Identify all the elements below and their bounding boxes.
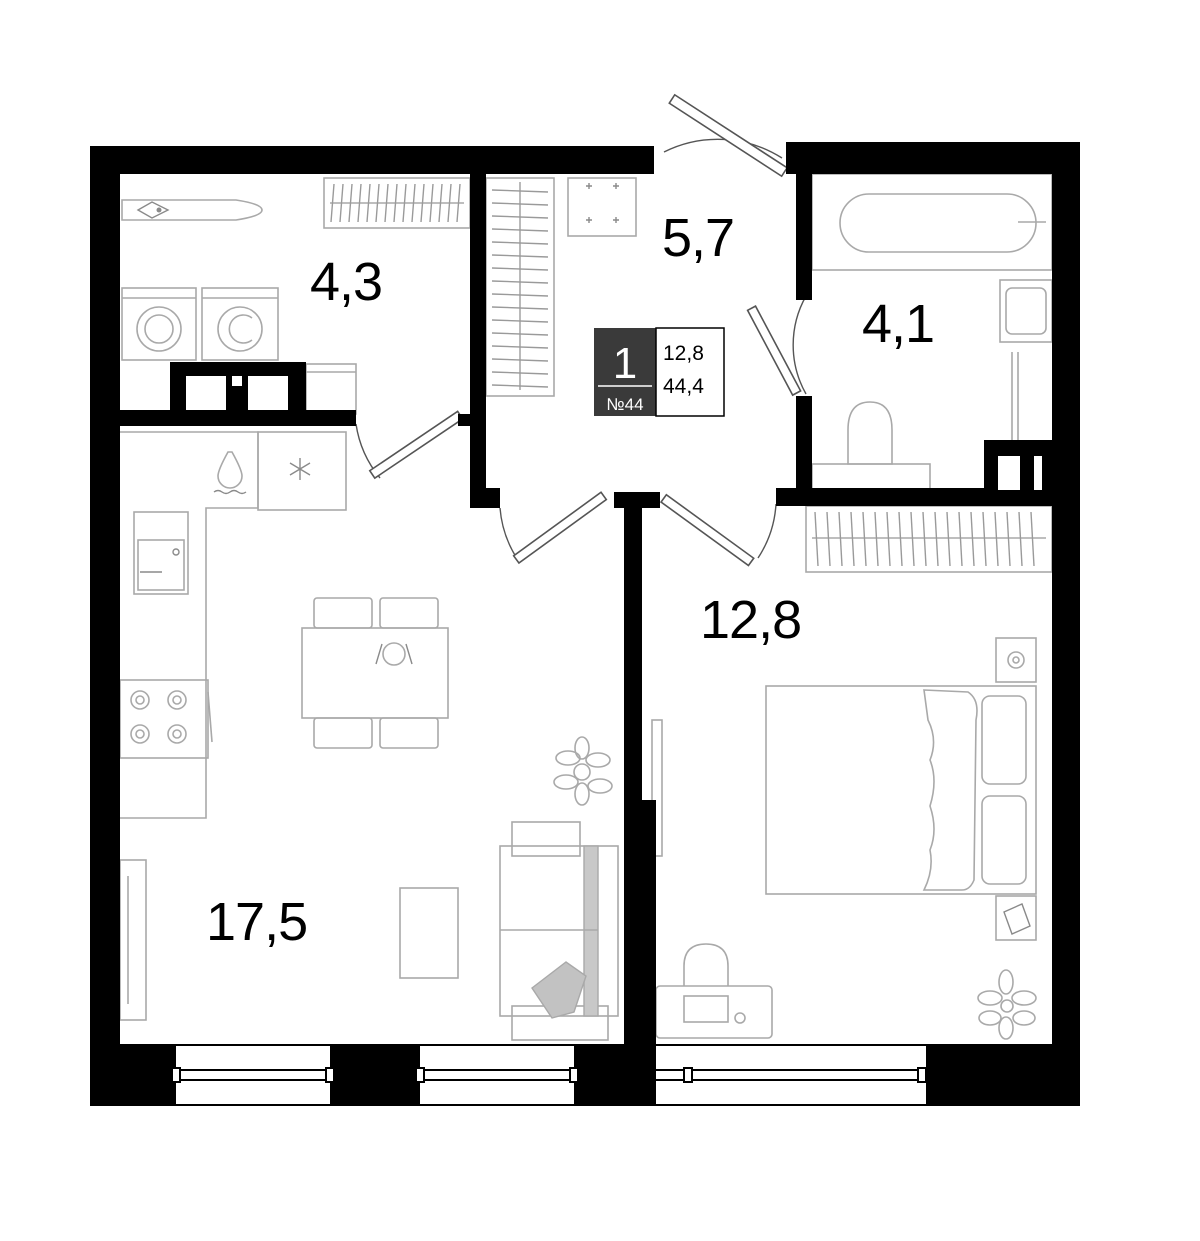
window-living-right bbox=[415, 1046, 579, 1104]
laundry-door-icon bbox=[355, 410, 464, 480]
living-kitchen-area-label: 17,5 bbox=[206, 892, 307, 952]
wardrobe-icon bbox=[485, 177, 555, 397]
living-door-icon bbox=[499, 491, 608, 565]
dryer-icon bbox=[201, 287, 279, 361]
sink-icon bbox=[999, 279, 1053, 343]
bathroom-area-label: 4,1 bbox=[862, 294, 934, 354]
laundry-area-label: 4,3 bbox=[310, 252, 382, 312]
living-area-value: 12,8 bbox=[663, 342, 704, 365]
hall-area-label: 5,7 bbox=[662, 208, 734, 268]
apartment-number: №44 bbox=[606, 395, 643, 414]
wall-openings bbox=[186, 376, 1042, 490]
window-bedroom bbox=[656, 1046, 927, 1104]
tv-stand-icon bbox=[119, 859, 147, 1021]
kitchen-counter-icon bbox=[120, 431, 347, 819]
stove-icon bbox=[119, 679, 213, 759]
bedroom-plant-icon bbox=[977, 969, 1037, 1040]
mirror-icon bbox=[651, 719, 663, 857]
cabinet-icon bbox=[567, 177, 637, 237]
bedroom-area-label: 12,8 bbox=[700, 590, 801, 650]
snowflake-icon bbox=[289, 458, 311, 480]
water-drop-icon bbox=[213, 451, 247, 495]
total-area-value: 44,4 bbox=[663, 375, 704, 398]
washing-machine-icon bbox=[121, 287, 197, 361]
ironing-board-icon bbox=[121, 199, 263, 221]
entrance-door-icon bbox=[663, 93, 789, 178]
rug-icon bbox=[399, 887, 459, 979]
kitchen-sink-icon bbox=[133, 511, 189, 595]
plant-icon bbox=[553, 736, 613, 806]
dining-table-icon bbox=[301, 597, 449, 749]
sofa-icon bbox=[499, 821, 619, 1041]
bathtub-icon bbox=[811, 173, 1053, 271]
rooms-count: 1 bbox=[613, 339, 637, 388]
toilet-icon bbox=[811, 401, 931, 491]
bedroom-wardrobe-icon bbox=[805, 505, 1053, 573]
bathroom-door-icon bbox=[746, 295, 807, 397]
window-living-left bbox=[171, 1046, 335, 1104]
shelf-icon bbox=[305, 363, 357, 415]
towel-rail-icon bbox=[1011, 352, 1019, 440]
desk-icon bbox=[655, 943, 773, 1039]
radiator-icon bbox=[323, 177, 471, 229]
apartment-badge: 1 №44 12,8 44,4 bbox=[594, 327, 725, 417]
bedroom-door-icon bbox=[659, 493, 777, 567]
bed-icon bbox=[765, 637, 1037, 941]
